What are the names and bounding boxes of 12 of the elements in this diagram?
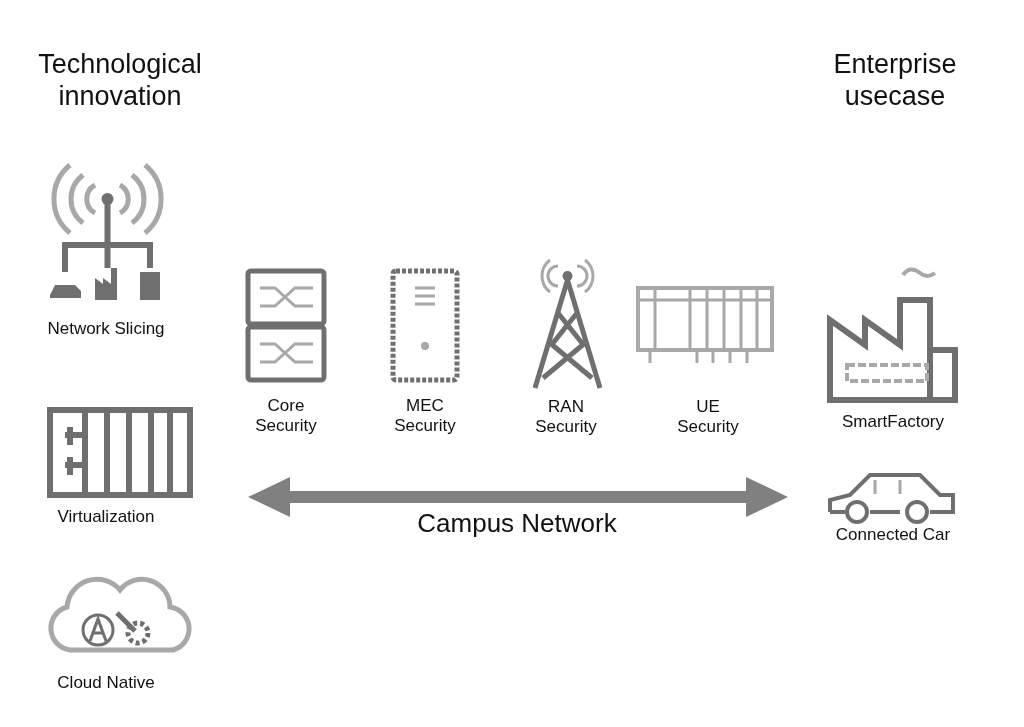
- icon-caption: Core Security: [254, 396, 318, 437]
- icon-caption: Virtualization: [56, 507, 156, 528]
- icon-caption: Connected Car: [834, 525, 952, 546]
- icon-caption: UE Security: [676, 397, 740, 438]
- icon-caption: Network Slicing: [46, 319, 166, 340]
- column-heading: Enterprise usecase: [832, 48, 958, 113]
- icon-caption: Cloud Native: [56, 673, 156, 694]
- icon-caption: RAN Security: [534, 397, 598, 438]
- icon-caption: SmartFactory: [841, 412, 945, 433]
- icon-caption: MEC Security: [393, 396, 457, 437]
- column-heading: Technological innovation: [37, 48, 203, 113]
- arrow-label: Campus Network: [416, 508, 618, 540]
